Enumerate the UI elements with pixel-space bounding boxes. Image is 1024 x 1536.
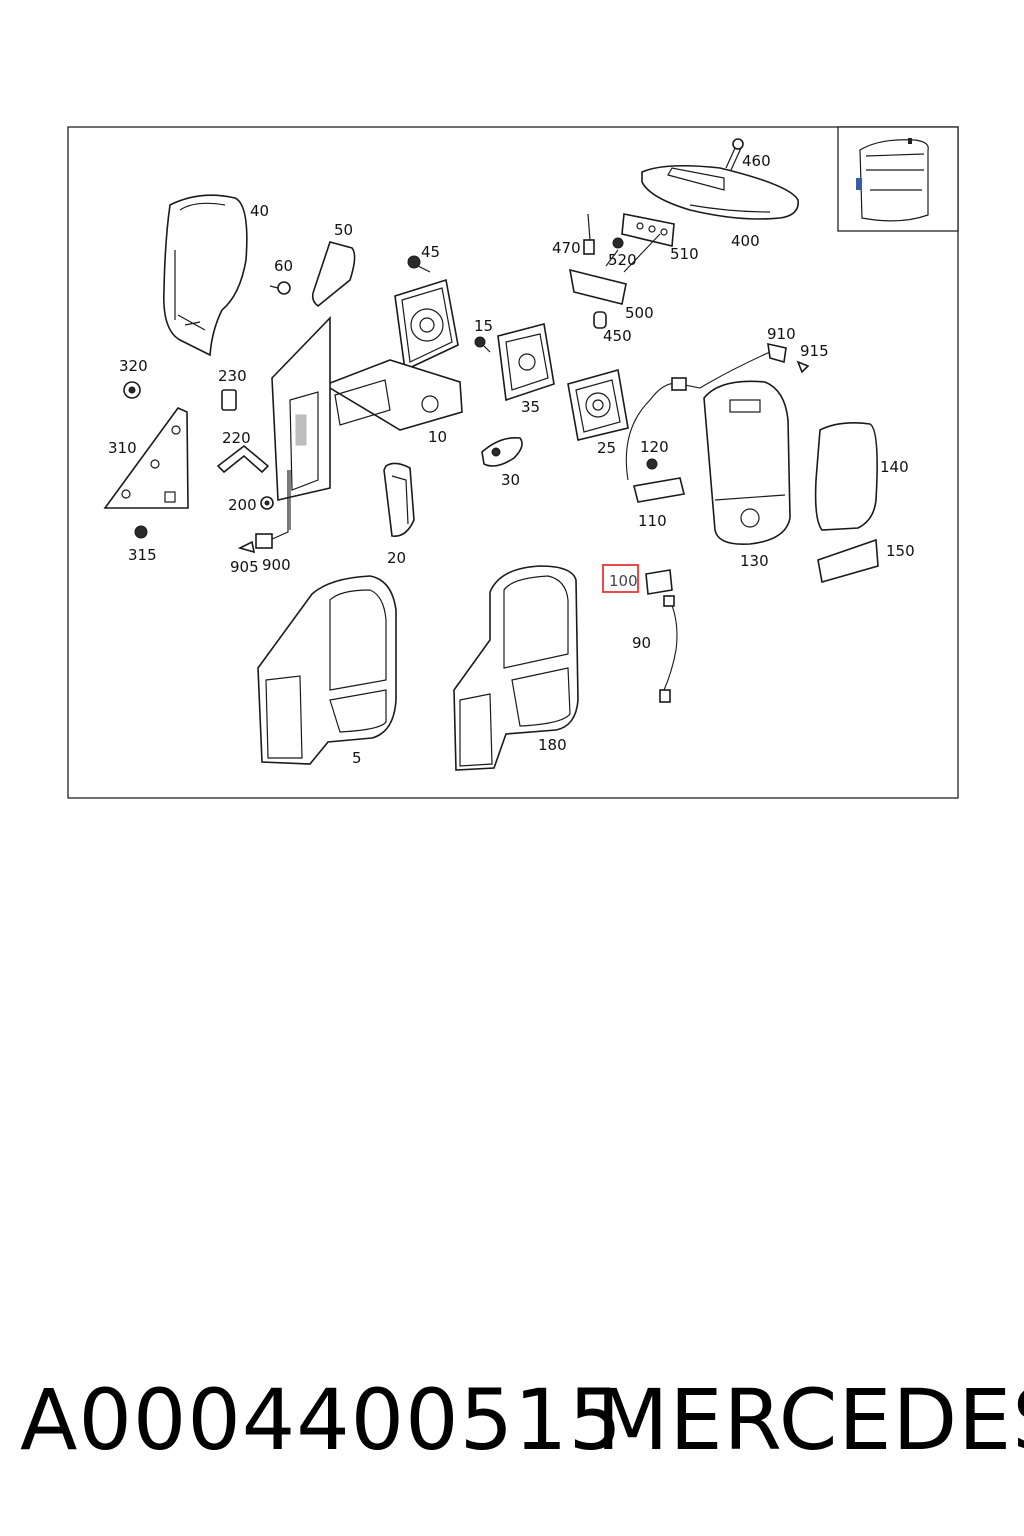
part-100 xyxy=(645,569,673,595)
part-90 xyxy=(659,595,678,703)
callout-150: 150 xyxy=(886,542,915,560)
part-510 xyxy=(621,213,675,247)
callout-140: 140 xyxy=(880,458,909,476)
callout-60: 60 xyxy=(274,257,293,275)
part-310 xyxy=(103,407,189,509)
part-60 xyxy=(269,281,291,295)
part-50 xyxy=(311,241,356,308)
part-30 xyxy=(481,436,523,467)
part-120 xyxy=(646,458,658,470)
part-45 xyxy=(407,255,431,273)
callout-315: 315 xyxy=(128,546,157,564)
part-900 xyxy=(255,470,289,549)
part-20 xyxy=(383,462,415,537)
callout-10: 10 xyxy=(428,428,447,446)
part-130 xyxy=(703,380,791,546)
callout-40: 40 xyxy=(250,202,269,220)
callout-910: 910 xyxy=(767,325,796,343)
callout-310: 310 xyxy=(108,439,137,457)
callout-450: 450 xyxy=(603,327,632,345)
part-40 xyxy=(163,194,248,357)
part-470 xyxy=(583,213,595,255)
callout-460: 460 xyxy=(742,152,771,170)
callout-25: 25 xyxy=(597,439,616,457)
callout-220: 220 xyxy=(222,429,251,447)
callout-15: 15 xyxy=(474,317,493,335)
part-35 xyxy=(497,323,555,402)
highlight-box-100 xyxy=(602,564,639,593)
part-230 xyxy=(221,389,237,411)
part-905 xyxy=(237,540,256,554)
callout-320: 320 xyxy=(119,357,148,375)
part-460 xyxy=(725,138,744,171)
callout-180: 180 xyxy=(538,736,567,754)
part-5 xyxy=(257,575,397,765)
part-910 xyxy=(767,342,787,364)
callout-905: 905 xyxy=(230,558,259,576)
part-400 xyxy=(641,164,799,220)
part-315 xyxy=(134,525,148,539)
callout-130: 130 xyxy=(740,552,769,570)
callout-900: 900 xyxy=(262,556,291,574)
part-caption: A0004400515 MERCEDES xyxy=(0,1360,1024,1480)
part-150 xyxy=(817,538,879,584)
part-220 xyxy=(216,444,270,474)
brand-name: MERCEDES xyxy=(596,1371,1024,1469)
callout-30: 30 xyxy=(501,471,520,489)
callout-100: 100 xyxy=(609,572,638,590)
part-320 xyxy=(123,381,141,399)
callout-500: 500 xyxy=(625,304,654,322)
callout-400: 400 xyxy=(731,232,760,250)
callout-120: 120 xyxy=(640,438,669,456)
mirror-base-housing xyxy=(271,316,331,501)
callout-470: 470 xyxy=(552,239,581,257)
callout-200: 200 xyxy=(228,496,257,514)
part-140 xyxy=(814,422,878,531)
part-915 xyxy=(796,360,810,374)
part-10 xyxy=(323,278,463,431)
callout-915: 915 xyxy=(800,342,829,360)
callout-50: 50 xyxy=(334,221,353,239)
part-15 xyxy=(474,336,491,353)
part-110 xyxy=(633,477,685,503)
part-200 xyxy=(260,496,274,510)
part-25 xyxy=(567,368,629,441)
part-520 xyxy=(612,237,624,249)
callout-520: 520 xyxy=(608,251,637,269)
callout-20: 20 xyxy=(387,549,406,567)
diagram-border xyxy=(67,126,959,799)
part-500 xyxy=(568,268,627,305)
part-450 xyxy=(593,311,607,329)
callout-230: 230 xyxy=(218,367,247,385)
callout-45: 45 xyxy=(421,243,440,261)
callout-5: 5 xyxy=(352,749,362,767)
exploded-parts-diagram: 460 40 50 45 60 470 520 510 400 500 15 4… xyxy=(67,126,959,799)
callout-110: 110 xyxy=(638,512,667,530)
part-180 xyxy=(453,565,579,771)
vehicle-thumbnail xyxy=(837,126,959,232)
part-number: A0004400515 xyxy=(20,1371,623,1469)
callout-510: 510 xyxy=(670,245,699,263)
callout-35: 35 xyxy=(521,398,540,416)
callout-90: 90 xyxy=(632,634,651,652)
